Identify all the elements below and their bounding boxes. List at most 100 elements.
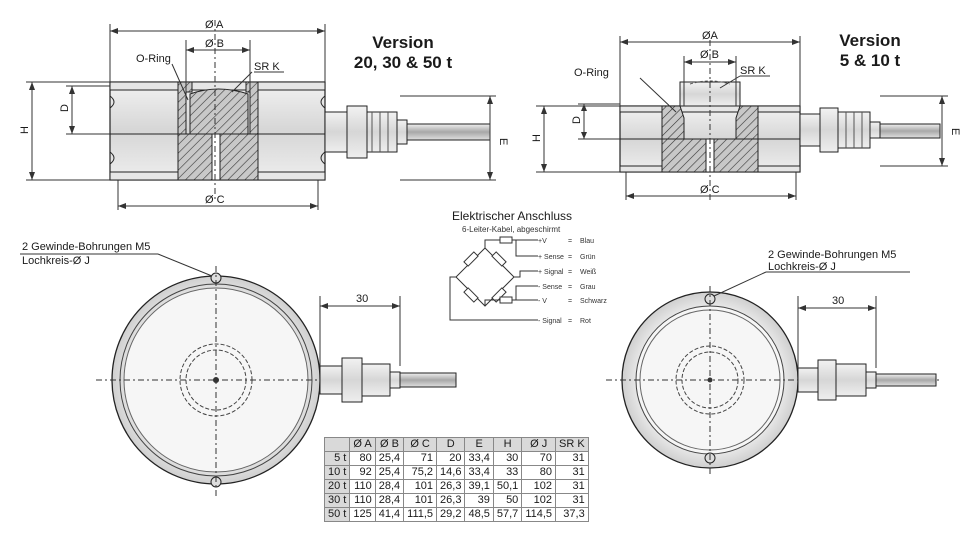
dim-a-label: Ø A (205, 19, 224, 31)
dim-30-label-small: 30 (832, 295, 844, 307)
dim-h-label-small: H (531, 134, 543, 142)
version-sizes-large: 20, 30 & 50 t (354, 53, 453, 72)
wire-eq-3: = (568, 269, 572, 276)
table-cell: 110 (349, 479, 376, 494)
wire-signal-6: - Signal (538, 318, 562, 325)
table-cell: 20 t (323, 479, 351, 494)
table-cell: 110 (349, 493, 376, 508)
table-cell: 31 (555, 465, 589, 480)
table-header: H (492, 437, 523, 452)
dim-e-label: E (497, 138, 509, 145)
bolt-circle-label: Lochkreis-Ø J (22, 255, 90, 267)
wire-color-2: Grün (580, 254, 596, 261)
dim-b-label: Ø B (205, 38, 224, 50)
table-cell: 50 t (323, 507, 351, 522)
table-row: 50 t 125 41,4 111,5 29,2 48,5 57,7 114,5… (323, 507, 589, 522)
table-cell: 31 (555, 479, 589, 494)
table-cell: 75,2 (403, 465, 438, 480)
table-row: 20 t 110 28,4 101 26,3 39,1 50,1 102 31 (323, 479, 589, 494)
wire-color-6: Rot (580, 318, 591, 325)
table-cell: 80 (349, 451, 376, 466)
wire-signal-5: - V (538, 298, 547, 305)
table-cell: 101 (403, 479, 438, 494)
wire-list: +V = Blau + Sense = Grün + Signal = Weiß… (538, 238, 607, 325)
dim-e-label-small: E (949, 128, 960, 135)
wiring-diagram: Elektrischer Anschluss 6-Leiter-Kabel, a… (449, 209, 607, 325)
table-row: 30 t 110 28,4 101 26,3 39 50 102 31 (323, 493, 589, 508)
table-header-row: Ø A Ø B Ø C D E H Ø J SR K (323, 437, 589, 452)
wire-eq-6: = (568, 318, 572, 325)
dim-c-label-small: Ø C (700, 184, 720, 196)
table-row: 10 t 92 25,4 75,2 14,6 33,4 33 80 31 (323, 465, 589, 480)
table-cell: 71 (403, 451, 438, 466)
wire-color-1: Blau (580, 238, 594, 245)
bolt-circle-label-small: Lochkreis-Ø J (768, 261, 836, 273)
table-header: Ø C (403, 437, 438, 452)
table-cell: 10 t (323, 465, 351, 480)
table-cell: 29,2 (436, 507, 466, 522)
wire-signal-1: +V (538, 238, 547, 245)
dim-a-label-small: ØA (702, 30, 719, 42)
table-cell: 50,1 (492, 479, 523, 494)
oring-label: O-Ring (136, 53, 171, 65)
table-header: Ø B (374, 437, 405, 452)
table-cell: 28,4 (374, 493, 405, 508)
holes-label-small: 2 Gewinde-Bohrungen M5 (768, 249, 896, 261)
wire-eq-5: = (568, 298, 572, 305)
table-cell: 50 (492, 493, 523, 508)
table-cell: 33,4 (464, 451, 494, 466)
wire-signal-3: + Signal (538, 269, 564, 276)
table-cell: 80 (521, 465, 557, 480)
wire-color-4: Grau (580, 284, 596, 291)
table-row: 5 t 80 25,4 71 20 33,4 30 70 31 (323, 451, 589, 466)
table-cell: 39,1 (464, 479, 494, 494)
table-cell: 125 (349, 507, 376, 522)
table-cell: 5 t (323, 451, 351, 466)
table-cell: 26,3 (436, 493, 466, 508)
table-cell: 25,4 (374, 451, 405, 466)
wire-signal-4: - Sense (538, 284, 562, 291)
table-header: Ø A (349, 437, 376, 452)
table-cell: 30 (492, 451, 523, 466)
wire-eq-4: = (568, 284, 572, 291)
table-cell: 33,4 (464, 465, 494, 480)
side-view-small: ØA Ø B Ø C O-Ring SR K H D E Version 5 &… (531, 30, 960, 200)
table-header: Ø J (521, 437, 557, 452)
wire-eq-1: = (568, 238, 572, 245)
top-view-large: 30 2 Gewinde-Bohrungen M5 Lochkreis-Ø J (20, 241, 457, 496)
table-cell: 92 (349, 465, 376, 480)
dim-30-label: 30 (356, 293, 368, 305)
table-cell: 48,5 (464, 507, 494, 522)
holes-label: 2 Gewinde-Bohrungen M5 (22, 241, 150, 253)
version-title-large: Version (372, 33, 433, 52)
table-cell: 111,5 (403, 507, 438, 522)
dimension-table: Ø A Ø B Ø C D E H Ø J SR K 5 t 80 25,4 7… (323, 437, 589, 522)
version-sizes-small: 5 & 10 t (840, 51, 901, 70)
wire-signal-2: + Sense (538, 254, 564, 261)
wiring-title: Elektrischer Anschluss (452, 209, 572, 223)
table-cell: 102 (521, 479, 557, 494)
table-cell: 101 (403, 493, 438, 508)
table-cell: 14,6 (436, 465, 466, 480)
table-cell: 39 (464, 493, 494, 508)
table-cell: 70 (521, 451, 557, 466)
side-view-large: Ø A Ø B Ø C O-Ring SR K H D E Version 20… (19, 19, 509, 210)
table-cell: 31 (555, 451, 589, 466)
wire-color-3: Weiß (580, 269, 596, 276)
table-header (323, 437, 351, 452)
table-cell: 30 t (323, 493, 351, 508)
table-header: D (436, 437, 466, 452)
dim-h-label: H (19, 126, 31, 134)
table-cell: 37,3 (555, 507, 589, 522)
wire-color-5: Schwarz (580, 298, 607, 305)
wiring-subtitle: 6-Leiter-Kabel, abgeschirmt (462, 225, 561, 234)
table-cell: 25,4 (374, 465, 405, 480)
oring-label-small: O-Ring (574, 67, 609, 79)
table-cell: 31 (555, 493, 589, 508)
dim-c-label: Ø C (205, 194, 225, 206)
dim-b-label-small: Ø B (700, 49, 719, 61)
table-cell: 26,3 (436, 479, 466, 494)
table-cell: 41,4 (374, 507, 405, 522)
table-cell: 28,4 (374, 479, 405, 494)
